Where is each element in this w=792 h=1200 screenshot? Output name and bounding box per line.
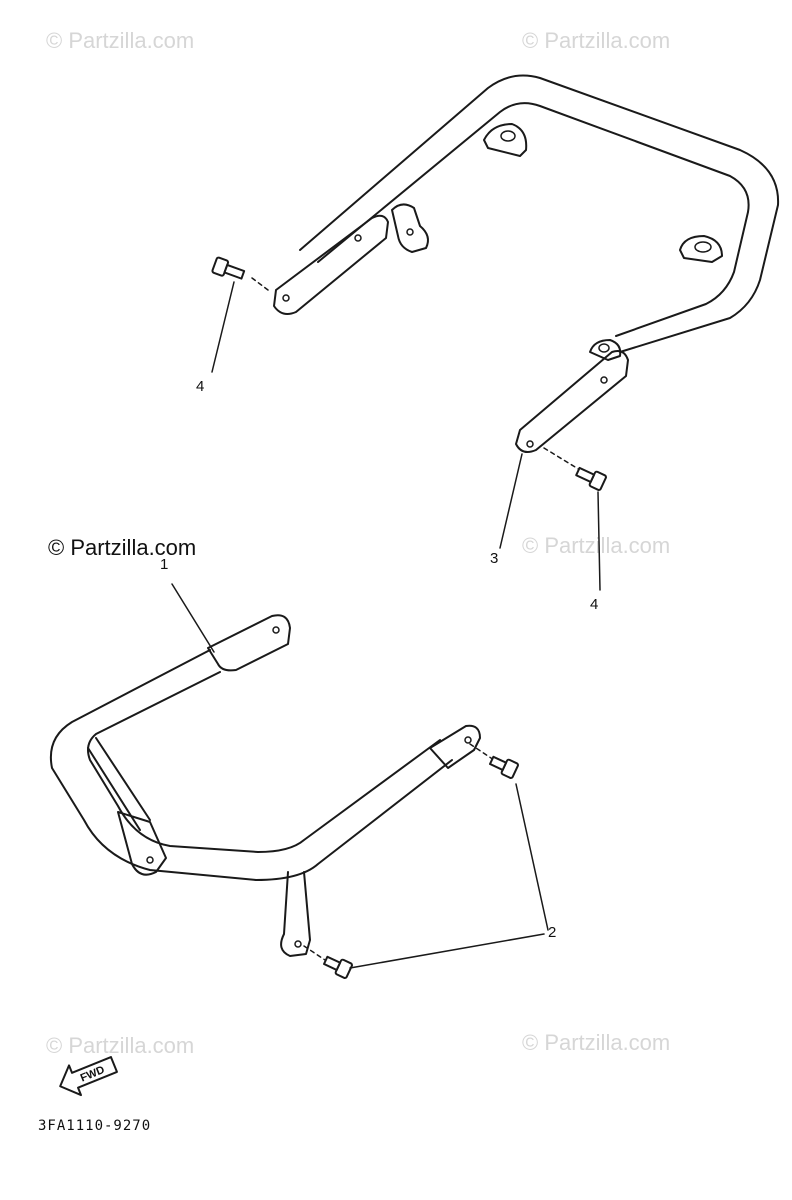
callout-4-top: 4 <box>196 378 205 395</box>
callout-3: 3 <box>490 550 499 567</box>
bolt-icon <box>575 466 607 491</box>
diagram-code: 3FA1110-9270 <box>38 1118 152 1134</box>
fwd-arrow-icon: FWD <box>59 1056 118 1097</box>
callout-2: 2 <box>548 924 557 941</box>
lower-guard-assembly <box>50 614 495 963</box>
callout-4-right: 4 <box>590 596 599 613</box>
watermark-mid-right: © Partzilla.com <box>522 533 671 558</box>
watermark-top-right: © Partzilla.com <box>522 28 671 53</box>
bolt-icon <box>488 755 519 779</box>
watermark-bottom-left: © Partzilla.com <box>46 1033 195 1058</box>
watermark-top-left: © Partzilla.com <box>46 28 195 53</box>
watermark-mid-left: © Partzilla.com <box>48 535 197 560</box>
upper-guard-assembly <box>251 74 780 471</box>
callout-1: 1 <box>160 556 169 573</box>
watermark-bottom-right: © Partzilla.com <box>522 1030 671 1055</box>
bolt-icon <box>322 955 353 979</box>
bolt-icon <box>211 256 246 280</box>
